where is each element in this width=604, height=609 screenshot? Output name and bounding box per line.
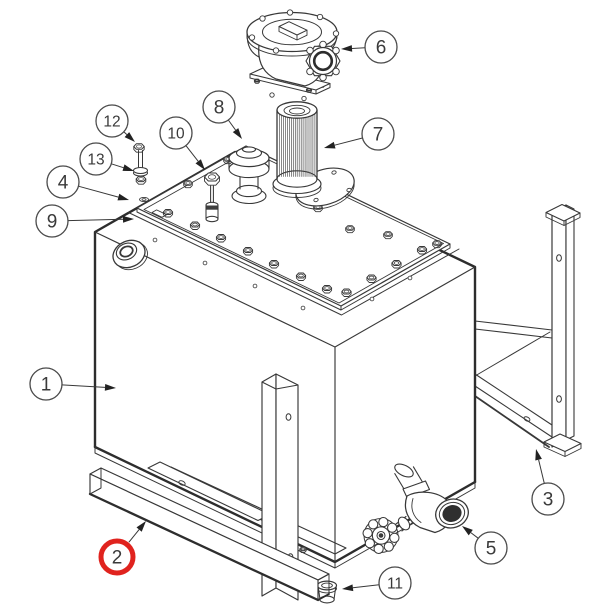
filler-breather-cap [228,146,270,205]
leader-line [352,584,380,589]
dipstick-gauge [205,185,219,223]
callout-circle[interactable] [378,566,412,600]
callout-9[interactable]: 9 [35,204,134,238]
callout-circle[interactable] [531,482,565,516]
callout-label: 8 [214,98,225,119]
valve-handwheel [362,516,400,555]
mounting-bolt [138,150,143,168]
right-frame-stand [474,203,582,457]
leader-arrowhead [117,193,129,201]
frame-post-top-cap [545,203,581,222]
callout-circle[interactable] [95,104,129,138]
callout-label: 9 [47,212,58,233]
filter-element [272,101,355,210]
callout-6[interactable]: 6 [341,30,398,64]
frame-post-face [551,204,567,448]
callout-label: 5 [486,539,497,560]
leader-arrowhead [462,526,473,536]
callout-5[interactable]: 5 [462,526,508,565]
washer-stack [133,167,149,203]
leader-arrowhead [122,215,134,223]
callout-label: 10 [167,126,185,143]
frame-post-hole [556,254,562,262]
callout-2[interactable]: 2 [98,521,146,576]
leader-arrowhead [136,521,146,532]
callout-8[interactable]: 8 [202,90,242,139]
tab-hole [178,480,186,486]
frame-foot [543,433,582,453]
leader-line [128,529,140,543]
tank-side-port [112,239,148,271]
leader-arrowhead [342,584,354,592]
leader-line [227,119,237,131]
leader-arrowhead [535,449,542,461]
callout-circle[interactable] [159,116,193,150]
gasket-outline [128,212,460,316]
callout-circle[interactable] [46,165,80,199]
leader-arrowhead [124,132,135,142]
callout-circle[interactable] [361,117,395,151]
frame-post-hole [556,395,562,403]
callout-1[interactable]: 1 [29,367,116,401]
callout-4[interactable]: 4 [46,165,129,201]
leader-arrowhead [122,164,134,171]
callout-circle[interactable] [364,30,398,64]
callout-label: 6 [376,38,387,59]
leader-line [470,532,479,539]
callout-label: 12 [103,114,120,131]
callout-10[interactable]: 10 [159,116,205,170]
gasket-screws [152,237,413,311]
callout-label: 3 [543,490,554,511]
callout-7[interactable]: 7 [324,117,395,151]
callout-3[interactable]: 3 [531,449,565,516]
leader-arrowhead [232,128,242,139]
leader-line [61,384,106,388]
callout-circle[interactable] [202,90,236,124]
cover-plate-outline [136,145,451,307]
callout-circle[interactable] [29,367,63,401]
callout-12[interactable]: 12 [95,104,135,142]
callout-label: 1 [41,375,52,396]
leader-arrowhead [104,384,116,391]
leader-arrowhead [341,45,353,52]
post-hole [285,413,292,421]
front-frame [88,373,347,602]
callout-circle-highlighted[interactable] [98,538,136,576]
leader-line [123,131,128,135]
leader-line [334,137,363,146]
callout-label: 7 [373,125,384,146]
tank-bottom-lip [94,446,476,569]
leader-line [185,145,199,162]
callout-label: 4 [58,173,69,194]
cover-plate [128,145,460,316]
callout-circle[interactable] [79,142,113,176]
leader-line [538,459,545,484]
leader-arrowhead [324,141,336,149]
callout-circle[interactable] [474,531,508,565]
leader-arrowhead [195,159,205,170]
callout-label: 13 [87,152,104,169]
leader-line [78,185,119,198]
leader-line [67,218,124,222]
callout-11[interactable]: 11 [342,566,412,600]
leader-line [111,163,124,169]
pump-assembly [246,9,341,102]
leader-line [351,47,366,49]
callout-label: 11 [387,576,403,593]
callout-circle[interactable] [35,204,69,238]
frame-rail-hole [523,416,531,422]
callout-label: 2 [112,548,123,569]
callout-13[interactable]: 13 [79,142,134,176]
drain-valve [362,463,469,555]
